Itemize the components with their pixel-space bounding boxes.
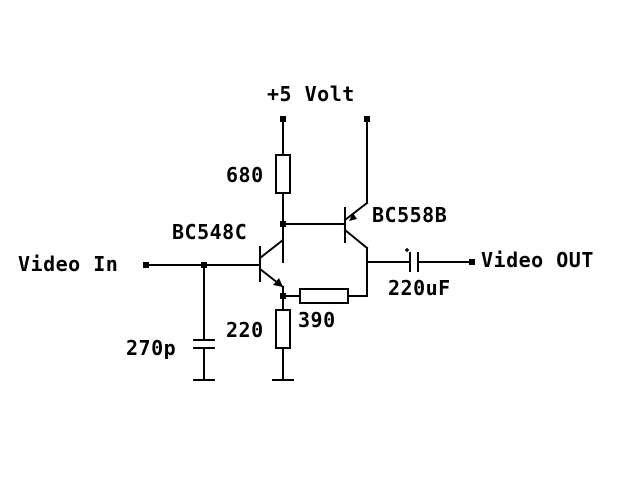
label-input: Video In [18,252,119,276]
label-q1: BC548C [172,220,248,244]
label-q2: BC558B [372,203,448,227]
label-r680: 680 [226,163,264,187]
label-r220: 220 [226,318,264,342]
label-supply: +5 Volt [267,82,355,106]
transistor-q1 [258,238,285,289]
label-r390: 390 [298,308,336,332]
output-terminal [469,259,475,265]
resistor-220 [272,309,294,381]
transistor-q2 [343,121,369,250]
label-output: Video OUT [481,248,594,272]
label-c-out: 220uF [388,276,451,300]
input-terminal [143,262,149,268]
supply-terminal-left [280,116,286,122]
supply-terminal-right [364,116,370,122]
capacitor-270p [193,264,215,381]
resistor-390 [282,288,368,304]
capacitor-220uf [405,248,471,272]
label-c-in: 270p [126,336,177,360]
resistor-680 [275,121,291,263]
